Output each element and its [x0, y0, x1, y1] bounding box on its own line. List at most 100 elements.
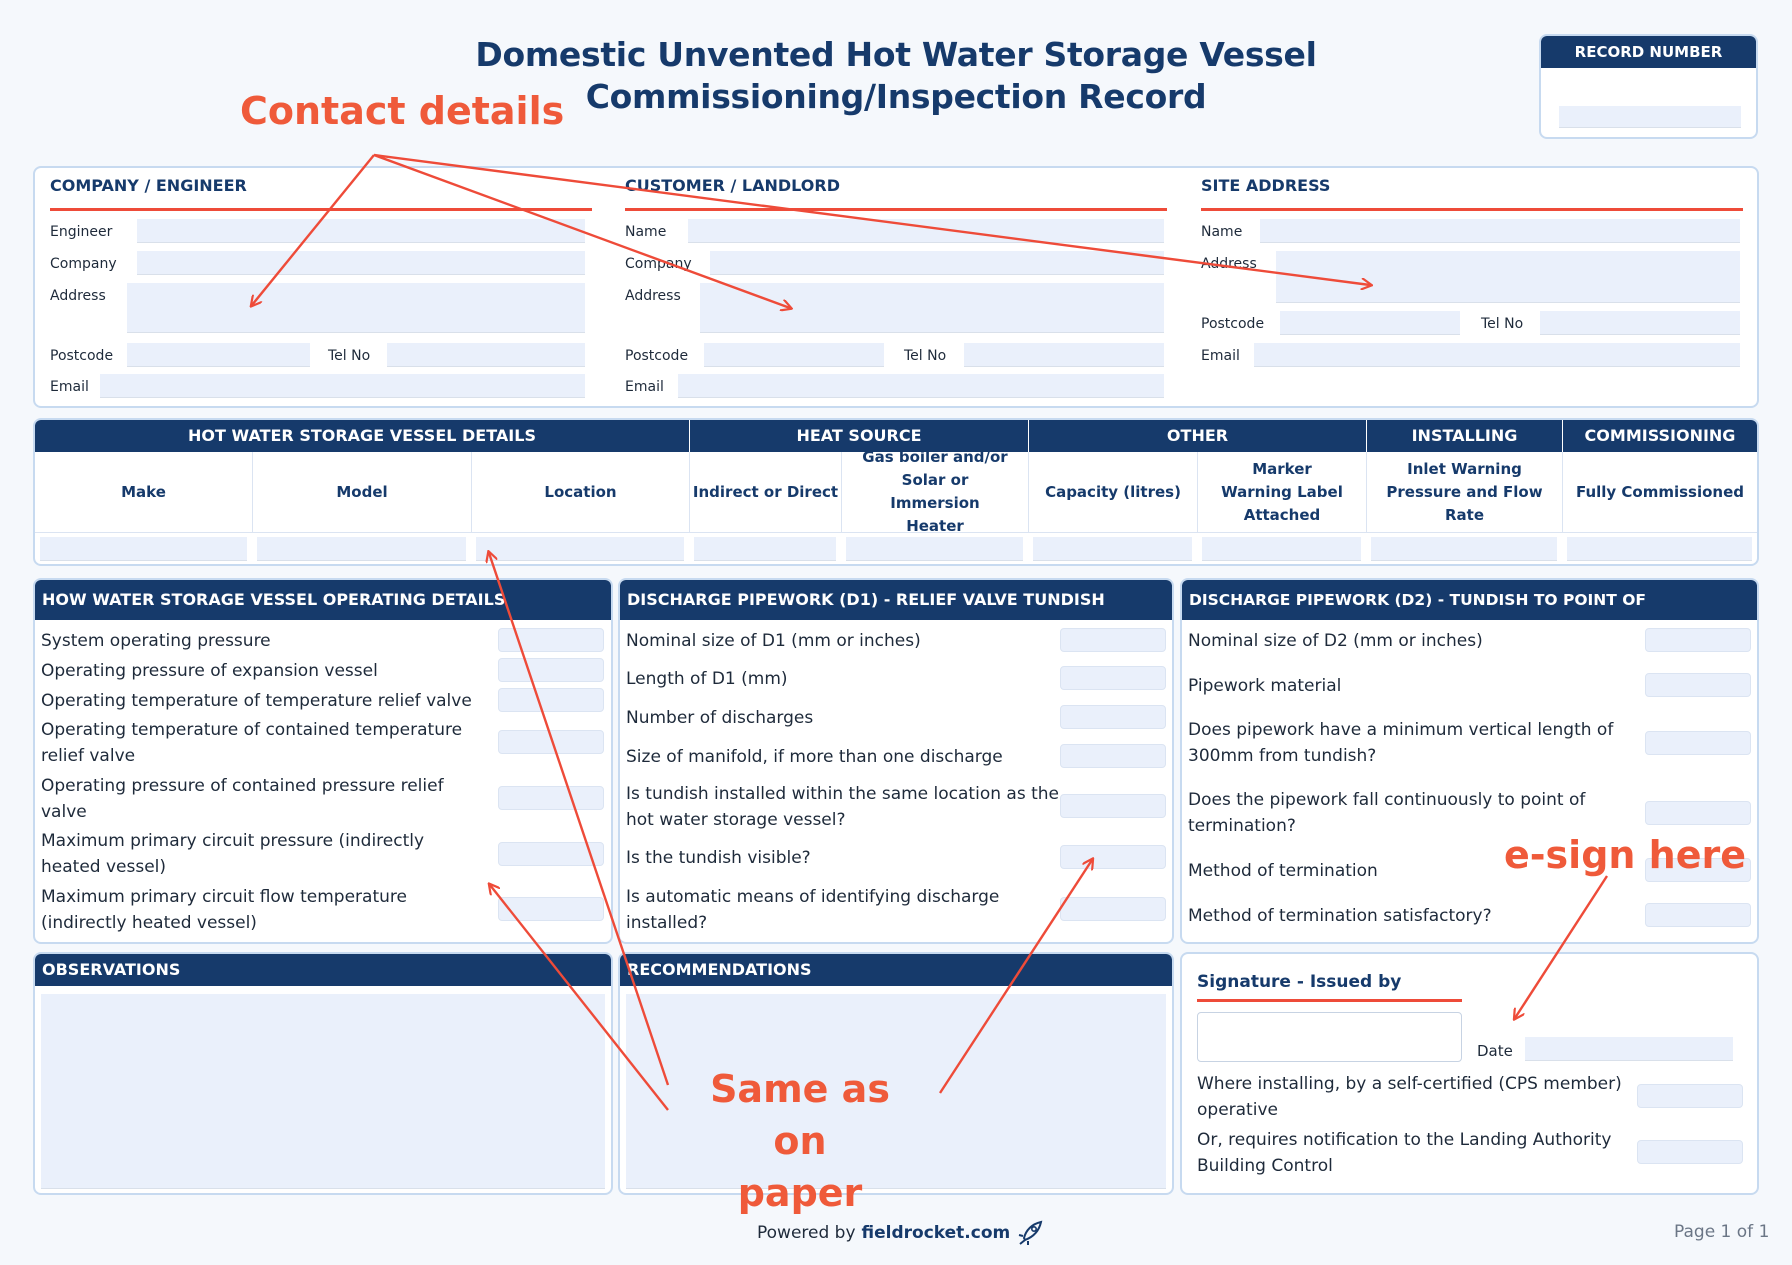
customer-name-field[interactable]: [688, 219, 1164, 243]
table-row-divider: [35, 532, 1757, 533]
operating-row-field[interactable]: [498, 628, 604, 652]
signature-cps-field[interactable]: [1637, 1084, 1743, 1108]
company-section-title: COMPANY / ENGINEER: [50, 176, 247, 195]
col-heat-source: Gas boiler and/or Solar or Immersion Hea…: [841, 448, 1028, 535]
d2-row-field[interactable]: [1645, 801, 1751, 825]
d1-row-field[interactable]: [1060, 705, 1166, 729]
company-email-field[interactable]: [100, 374, 585, 398]
col-inlet-warning: Inlet Warning Pressure and Flow Rate: [1366, 452, 1562, 532]
company-address-label: Address: [50, 288, 106, 304]
customer-tel-field[interactable]: [964, 343, 1164, 367]
col-fully-commissioned: Fully Commissioned: [1562, 452, 1757, 532]
observations-field[interactable]: [41, 994, 605, 1189]
d1-row-field[interactable]: [1060, 845, 1166, 869]
d1-row-field[interactable]: [1060, 628, 1166, 652]
col-indirect-direct: Indirect or Direct: [689, 452, 841, 532]
customer-postcode-label: Postcode: [625, 348, 689, 364]
page-title: Domestic Unvented Hot Water Storage Vess…: [0, 34, 1792, 118]
customer-postcode-field[interactable]: [704, 343, 884, 367]
d2-row-field[interactable]: [1645, 628, 1751, 652]
operating-row-field[interactable]: [498, 688, 604, 712]
operating-row-field[interactable]: [498, 786, 604, 810]
cell-model[interactable]: [257, 537, 466, 561]
operating-row-label: Maximum primary circuit flow temperature…: [41, 887, 407, 933]
site-address-field[interactable]: [1276, 251, 1740, 303]
d2-row-label: Pipework material: [1188, 676, 1342, 696]
engineer-field[interactable]: [137, 219, 585, 243]
col-make: Make: [121, 482, 166, 501]
annotation-same-as-paper: Same as on paper: [680, 1063, 920, 1219]
col-marker-warning: Marker Warning Label Attached: [1197, 452, 1366, 532]
company-postcode-field[interactable]: [127, 343, 310, 367]
cell-location[interactable]: [476, 537, 684, 561]
cell-inlet-warning[interactable]: [1371, 537, 1557, 561]
site-email-field[interactable]: [1254, 343, 1740, 367]
company-label: Company: [50, 256, 117, 272]
customer-company-label: Company: [625, 256, 692, 272]
d2-row-label: Method of termination satisfactory?: [1188, 906, 1492, 926]
d2-row-field[interactable]: [1645, 903, 1751, 927]
annotation-esign: e-sign here: [1504, 833, 1747, 877]
signature-notify-label: Or, requires notification to the Landing…: [1197, 1130, 1612, 1176]
d2-row-label: Does the pipework fall continuously to p…: [1188, 790, 1586, 836]
cell-make[interactable]: [40, 537, 247, 561]
footer-powered-text: Powered by: [757, 1223, 856, 1243]
cell-heat-source[interactable]: [846, 537, 1023, 561]
signature-date-field[interactable]: [1525, 1037, 1733, 1061]
cell-fully-commissioned[interactable]: [1567, 537, 1752, 561]
d1-row-label: Nominal size of D1 (mm or inches): [626, 631, 921, 651]
company-tel-label: Tel No: [328, 348, 371, 364]
record-number-field[interactable]: [1559, 106, 1741, 128]
operating-row-field[interactable]: [498, 730, 604, 754]
d2-row-field[interactable]: [1645, 673, 1751, 697]
customer-section-title: CUSTOMER / LANDLORD: [625, 176, 841, 195]
site-name-label: Name: [1201, 224, 1243, 240]
site-address-label: Address: [1201, 256, 1257, 272]
d1-row-field[interactable]: [1060, 794, 1166, 818]
cell-indirect-direct[interactable]: [694, 537, 836, 561]
signature-title: Signature - Issued by: [1197, 972, 1402, 992]
company-field[interactable]: [137, 251, 585, 275]
signature-divider: [1197, 999, 1462, 1002]
company-postcode-label: Postcode: [50, 348, 114, 364]
d2-row-field[interactable]: [1645, 731, 1751, 755]
annotation-contact-details: Contact details: [240, 89, 565, 133]
d1-row-label: Is tundish installed within the same loc…: [626, 784, 1059, 830]
table-header-band: [35, 420, 1757, 452]
operating-row-field[interactable]: [498, 842, 604, 866]
d2-title: DISCHARGE PIPEWORK (D2) - TUNDISH TO POI…: [1182, 580, 1757, 649]
footer-brand[interactable]: fieldrocket.com: [861, 1223, 1011, 1243]
d2-row-label: Does pipework have a minimum vertical le…: [1188, 720, 1614, 766]
signature-box[interactable]: [1197, 1012, 1462, 1062]
d1-title: DISCHARGE PIPEWORK (D1) - RELIEF VALVE T…: [620, 580, 1172, 620]
company-divider: [50, 208, 592, 211]
company-address-field[interactable]: [127, 283, 585, 333]
d2-row-field[interactable]: [1645, 858, 1751, 882]
d2-row-label: Nominal size of D2 (mm or inches): [1188, 631, 1483, 651]
cell-marker-warning[interactable]: [1202, 537, 1361, 561]
operating-row-label: Operating temperature of temperature rel…: [41, 691, 472, 711]
observations-title: OBSERVATIONS: [35, 954, 611, 986]
cell-capacity[interactable]: [1033, 537, 1192, 561]
d1-row-field[interactable]: [1060, 744, 1166, 768]
operating-row-field[interactable]: [498, 897, 604, 921]
signature-notify-field[interactable]: [1637, 1140, 1743, 1164]
title-line-1: Domestic Unvented Hot Water Storage Vess…: [475, 35, 1317, 74]
customer-email-field[interactable]: [678, 374, 1164, 398]
site-postcode-field[interactable]: [1280, 311, 1460, 335]
group-other: OTHER: [1028, 420, 1366, 452]
d1-row-field[interactable]: [1060, 897, 1166, 921]
customer-company-field[interactable]: [710, 251, 1164, 275]
site-postcode-label: Postcode: [1201, 316, 1265, 332]
title-line-2: Commissioning/Inspection Record: [585, 77, 1207, 116]
customer-address-field[interactable]: [700, 283, 1164, 333]
d1-row-label: Length of D1 (mm): [626, 669, 788, 689]
group-vessel-details: HOT WATER STORAGE VESSEL DETAILS: [188, 426, 536, 445]
observations-panel: OBSERVATIONS: [33, 952, 613, 1195]
d1-row-field[interactable]: [1060, 666, 1166, 690]
recommendations-title: RECOMMENDATIONS: [620, 954, 1172, 986]
site-name-field[interactable]: [1260, 219, 1740, 243]
operating-row-field[interactable]: [498, 658, 604, 682]
site-tel-field[interactable]: [1540, 311, 1740, 335]
company-tel-field[interactable]: [387, 343, 585, 367]
